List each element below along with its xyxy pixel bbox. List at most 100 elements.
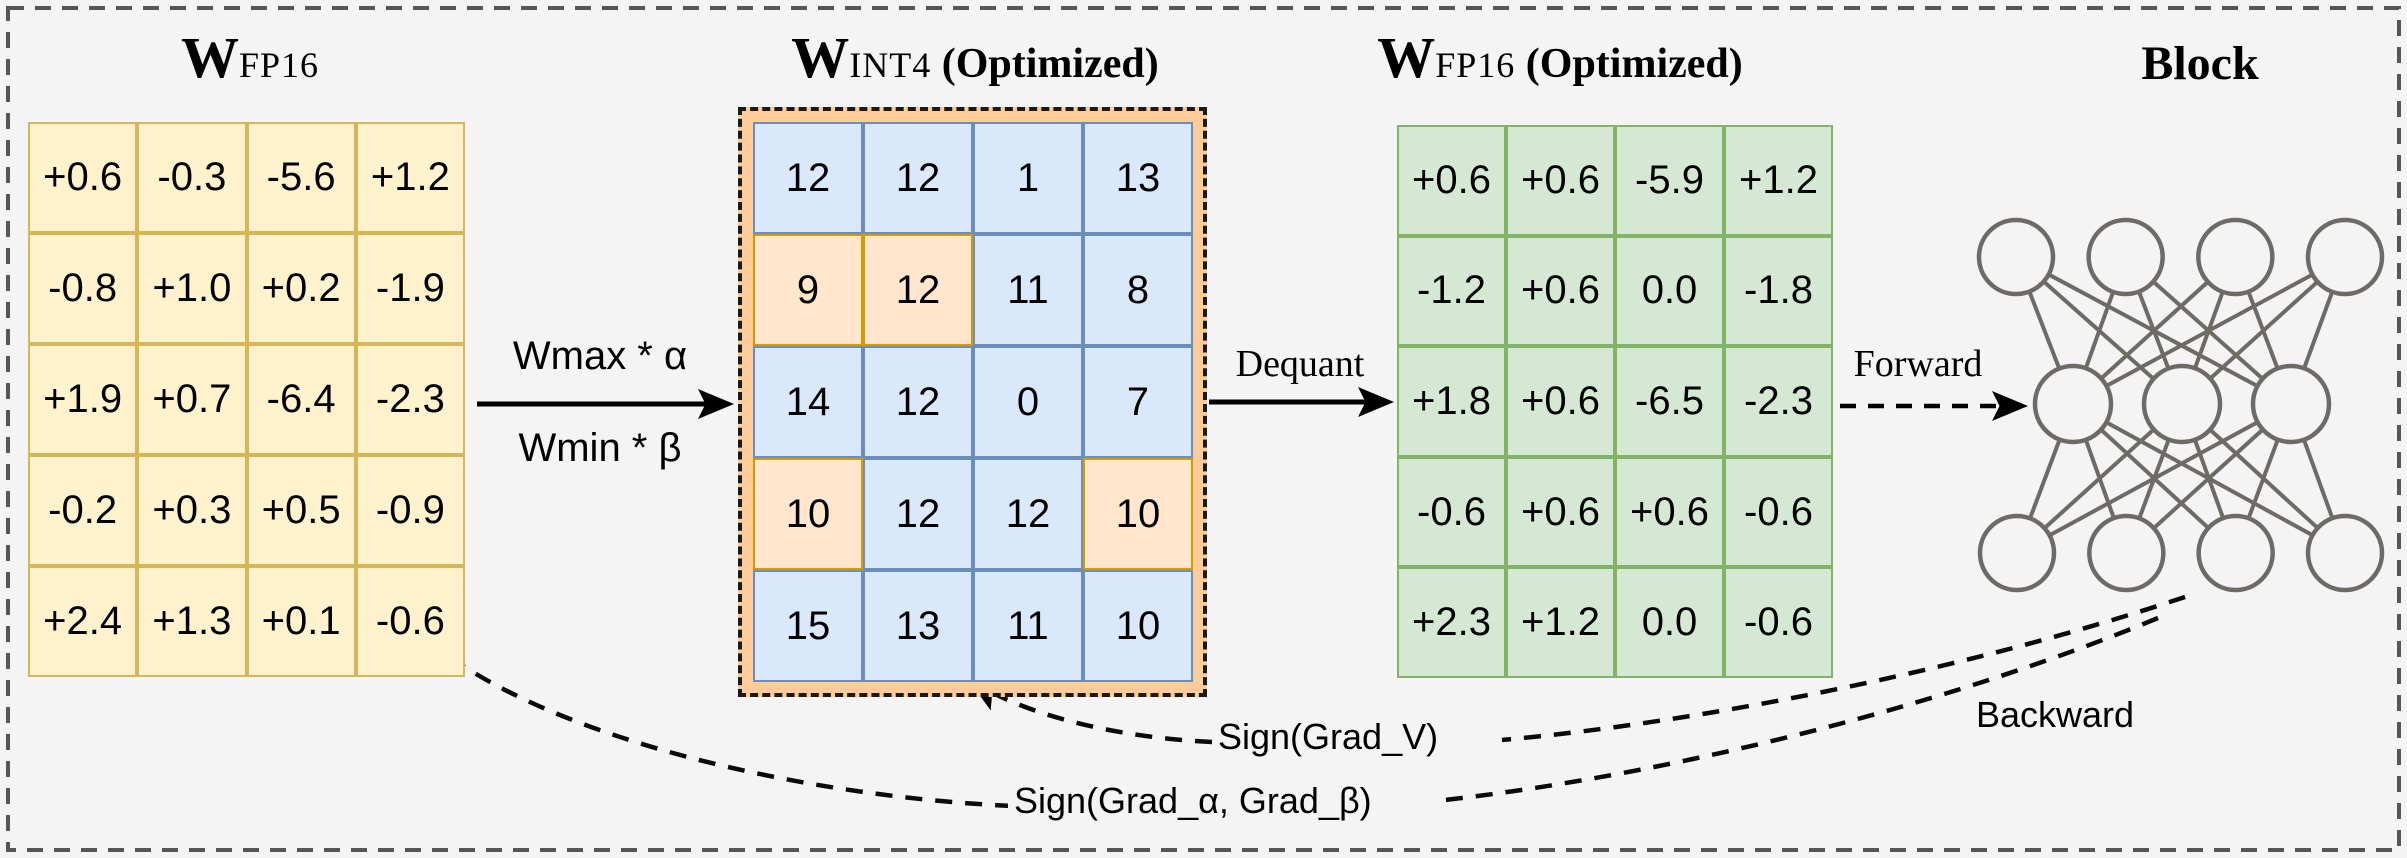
matrix-cell: 12 (863, 234, 973, 346)
grad-v-path-right (1501, 594, 2186, 743)
matrix-cell: -1.2 (1397, 235, 1506, 347)
matrix-cell: +0.6 (1506, 456, 1615, 568)
label-sign-grad-alpha-beta: Sign(Grad_α, Grad_β) (1008, 780, 1378, 822)
matrix-cell: +0.6 (28, 122, 138, 233)
matrix-cell: +0.6 (1506, 346, 1615, 457)
matrix-title-wfp16: WFP16 (60, 26, 440, 90)
matrix-cell: 9 (753, 234, 863, 346)
matrix-cell: 15 (753, 570, 863, 682)
matrix-cell: 12 (863, 458, 973, 570)
title-suffix: (Optimized) (1515, 41, 1743, 87)
matrix-cell: 0.0 (1615, 567, 1724, 678)
matrix-cell: -6.4 (246, 344, 356, 455)
matrix-cell: +1.3 (137, 566, 247, 677)
matrix-cell: +1.2 (1724, 125, 1833, 236)
matrix-cell: 10 (1083, 458, 1193, 570)
matrix-cell: +1.0 (137, 233, 247, 344)
network-node (1977, 513, 2057, 593)
matrix-cell: +0.6 (1615, 456, 1724, 568)
matrix-cell: +2.4 (28, 566, 138, 677)
network-node (2196, 513, 2275, 593)
grad-ab-path-right (1444, 615, 2159, 803)
network-node (2086, 217, 2165, 297)
matrix-cell: 12 (973, 458, 1083, 570)
matrix-cell: 0 (973, 346, 1083, 458)
label-forward: Forward (1853, 343, 1983, 385)
matrix-cell: 8 (1083, 234, 1193, 346)
matrix-cell: 12 (863, 346, 973, 458)
matrix-cell: 14 (753, 346, 863, 458)
matrix-cell: 13 (1083, 122, 1193, 234)
matrix-cell: -0.8 (28, 233, 138, 344)
matrix-cell: +0.1 (246, 566, 356, 677)
matrix-cell: 10 (1083, 570, 1193, 682)
matrix-cell: -0.9 (355, 455, 465, 566)
matrix-cell: +0.3 (137, 455, 247, 566)
matrix-cell: +0.6 (1506, 125, 1615, 236)
matrix-cell: 7 (1083, 346, 1193, 458)
matrix-cell: -0.3 (137, 122, 247, 233)
matrix-cell: -2.3 (1724, 346, 1833, 457)
network-node (1976, 217, 2056, 297)
title-suffix: (Optimized) (931, 41, 1159, 87)
network-node (2087, 513, 2166, 593)
network-node (2305, 217, 2385, 297)
matrix-cell: -6.5 (1615, 346, 1724, 457)
matrix-cell: -2.3 (355, 344, 465, 455)
matrix-cell: +0.7 (137, 344, 247, 455)
matrix-wfp16: +0.6-0.3-5.6+1.2-0.8+1.0+0.2-1.9+1.9+0.7… (28, 122, 465, 677)
network-edge (2016, 402, 2292, 555)
matrix-cell: -5.9 (1615, 125, 1724, 236)
label-wmax-alpha: Wmax * α (512, 334, 688, 378)
title-subscript: INT4 (849, 45, 932, 85)
network-node (2032, 363, 2114, 445)
matrix-cell: +1.8 (1397, 346, 1506, 457)
label-backward: Backward (1975, 694, 2135, 735)
matrix-title-wint4: WINT4 (Optimized) (690, 26, 1260, 90)
matrix-cell: -0.6 (1397, 456, 1506, 568)
block-title: Block (2141, 37, 2259, 90)
title-subscript: FP16 (238, 45, 320, 85)
label-dequant: Dequant (1235, 343, 1365, 385)
matrix-cell: 12 (753, 122, 863, 234)
network-node (2305, 513, 2385, 593)
matrix-cell: -0.6 (1724, 456, 1833, 568)
matrix-cell: -0.2 (28, 455, 138, 566)
matrix-cell: -0.6 (1724, 567, 1833, 678)
matrix-cell: +1.2 (355, 122, 465, 233)
matrix-cell: -0.6 (355, 566, 465, 677)
matrix-cell: +0.6 (1506, 235, 1615, 347)
matrix-cell: +1.9 (28, 344, 138, 455)
matrix-title-wfp16-optimized: WFP16 (Optimized) (1310, 26, 1810, 90)
matrix-cell: 13 (863, 570, 973, 682)
title-main: W (791, 25, 850, 90)
matrix-cell: -1.8 (1724, 235, 1833, 347)
matrix-cell: -5.6 (246, 122, 356, 233)
network-node (2196, 217, 2275, 297)
label-wmin-beta: Wmin * β (518, 426, 682, 470)
network-node (2141, 363, 2223, 445)
matrix-cell: 1 (973, 122, 1083, 234)
matrix-cell: +0.6 (1397, 125, 1506, 236)
network-edge (2072, 255, 2346, 406)
neural-network (1976, 217, 2385, 593)
matrix-cell: 11 (973, 234, 1083, 346)
matrix-cell: 11 (973, 570, 1083, 682)
outer-dashed-frame (6, 6, 2401, 852)
matrix-cell: +0.5 (246, 455, 356, 566)
matrix-cell: +1.2 (1506, 567, 1615, 678)
matrix-cell: +0.2 (246, 233, 356, 344)
network-node (2250, 363, 2332, 445)
matrix-cell: 0.0 (1615, 235, 1724, 347)
matrix-cell: 12 (863, 122, 973, 234)
title-subscript: FP16 (1435, 45, 1516, 85)
title-main: W (180, 25, 239, 90)
matrix-cell: +2.3 (1397, 567, 1506, 678)
matrix-cell: 10 (753, 458, 863, 570)
label-sign-grad-v: Sign(Grad_V) (1212, 716, 1445, 758)
